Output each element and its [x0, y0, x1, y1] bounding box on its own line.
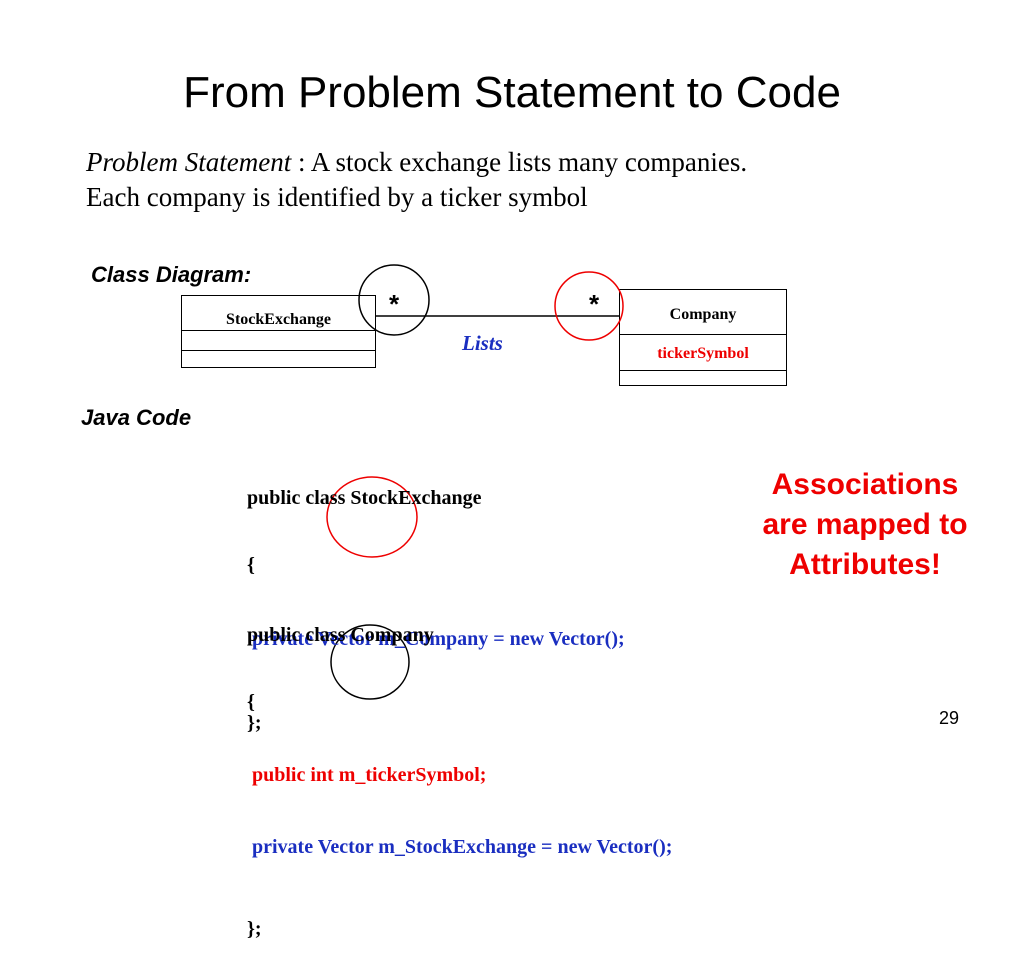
class-diagram-heading: Class Diagram: [91, 262, 252, 287]
class-box-stockexchange: StockExchange [181, 295, 376, 368]
note-line: Attributes! [789, 548, 941, 581]
note-line: Associations [771, 468, 959, 501]
associations-note: Associations are mapped to Attributes! [740, 465, 990, 585]
class-box-company: Company tickerSymbol [619, 289, 787, 386]
note-line: are mapped to [762, 508, 968, 541]
attribute-ticker-symbol: tickerSymbol [620, 335, 786, 371]
class-name-company: Company [620, 290, 786, 335]
code-block-stockexchange: public class StockExchange { private Vec… [247, 438, 625, 759]
page-number: 29 [939, 708, 960, 728]
slide-title: From Problem Statement to Code [183, 68, 841, 117]
code-line: { [247, 691, 255, 713]
association-label: Lists [462, 331, 503, 355]
code-line: { [247, 554, 255, 576]
highlight-ellipse-company-vector [326, 476, 418, 558]
code-line: public class Company [247, 624, 434, 646]
code-line: private Vector m_Company = new Vector(); [247, 628, 625, 650]
multiplicity-circle-left [358, 264, 430, 336]
class-name-stockexchange: StockExchange [182, 296, 375, 331]
code-line: private Vector m_StockExchange = new Vec… [247, 836, 673, 858]
multiplicity-right: * [589, 289, 600, 319]
problem-statement-label: Problem Statement [86, 147, 292, 177]
code-line: public class StockExchange [247, 487, 482, 509]
code-line: }; [247, 712, 262, 734]
diagram-overlay [326, 264, 624, 700]
multiplicity-circle-right [554, 271, 624, 341]
problem-statement-line1: : A stock exchange lists many companies. [291, 147, 748, 177]
code-block-company: public class Company { public int m_tick… [247, 575, 672, 965]
code-line: }; [247, 918, 262, 940]
code-line: public int m_tickerSymbol; [247, 764, 487, 786]
attribute-compartment [182, 331, 375, 351]
highlight-ellipse-stockexchange-vector [330, 624, 410, 700]
problem-statement: Problem Statement : A stock exchange lis… [86, 145, 747, 215]
java-code-heading: Java Code [81, 405, 192, 430]
problem-statement-line2: Each company is identified by a ticker s… [86, 182, 588, 212]
multiplicity-left: * [389, 289, 400, 319]
